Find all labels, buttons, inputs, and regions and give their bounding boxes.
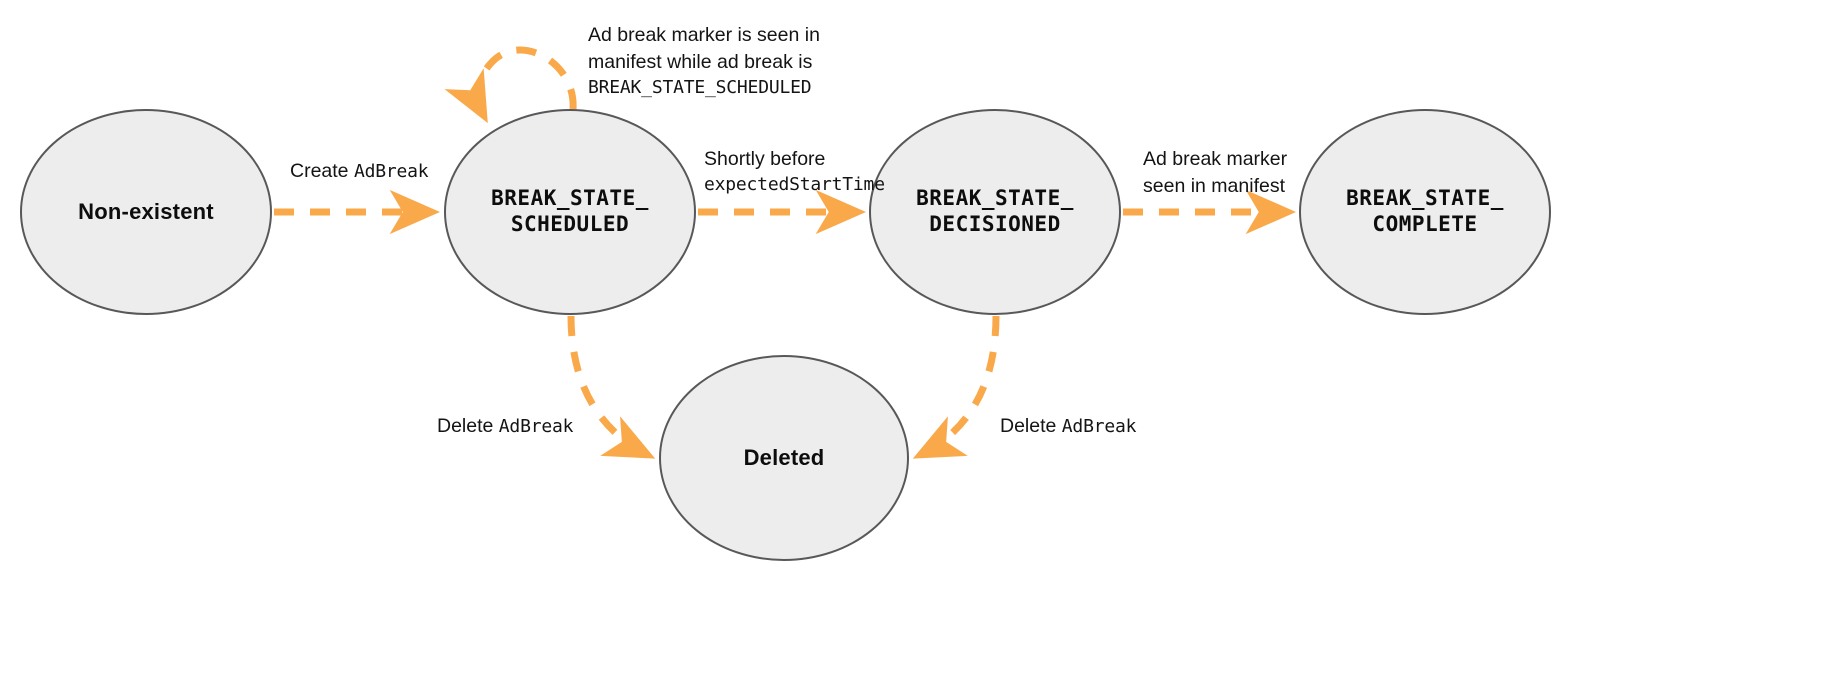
edge-label-marker-seen-while-scheduled: Ad break marker is seen in manifest whil…	[588, 24, 820, 98]
state-node-non-existent[interactable]: Non-existent	[20, 109, 272, 315]
edge-label-delete-from-decisioned: Delete AdBreak	[1000, 415, 1137, 437]
state-node-label: BREAK_STATE_ SCHEDULED	[491, 186, 649, 236]
state-node-break-state-decisioned[interactable]: BREAK_STATE_ DECISIONED	[869, 109, 1121, 315]
state-node-deleted[interactable]: Deleted	[659, 355, 909, 561]
edge-label-delete-from-scheduled: Delete AdBreak	[437, 415, 574, 437]
edge-self-loop-scheduled	[444, 46, 577, 124]
state-node-label: Deleted	[743, 444, 825, 470]
state-node-break-state-scheduled[interactable]: BREAK_STATE_ SCHEDULED	[444, 109, 696, 315]
edge-label-shortly-before: Shortly before expectedStartTime	[704, 148, 885, 195]
edge-label-marker-seen-in-manifest: Ad break marker seen in manifest	[1143, 148, 1288, 197]
edge-delete-from-decisioned	[912, 315, 1000, 459]
state-node-label: BREAK_STATE_ DECISIONED	[916, 186, 1074, 236]
edge-label-create-adbreak: Create AdBreak	[290, 160, 429, 182]
state-node-label: BREAK_STATE_ COMPLETE	[1346, 186, 1504, 236]
state-node-break-state-complete[interactable]: BREAK_STATE_ COMPLETE	[1299, 109, 1551, 315]
state-node-label: Non-existent	[78, 198, 214, 224]
edge-delete-from-scheduled	[567, 315, 656, 459]
